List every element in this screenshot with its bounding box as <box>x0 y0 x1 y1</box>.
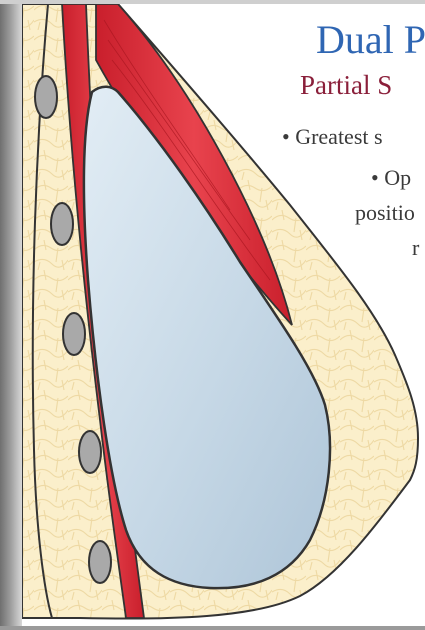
rib-3 <box>63 313 85 355</box>
left-frame-edge <box>0 0 22 630</box>
rib-2 <box>51 203 73 245</box>
rib-1 <box>35 76 57 118</box>
bottom-frame-edge <box>0 626 425 630</box>
bullet-1: • Greatest s <box>282 124 383 150</box>
rib-4 <box>79 431 101 473</box>
bullet-2-line-2: positio <box>355 200 415 226</box>
bullet-2-line-3: r <box>412 235 419 261</box>
rib-5 <box>89 541 111 583</box>
slide-title: Dual P <box>316 16 425 63</box>
bullet-2: • Op <box>371 165 411 191</box>
top-frame-edge <box>0 0 425 4</box>
slide-subtitle: Partial S <box>300 70 392 101</box>
